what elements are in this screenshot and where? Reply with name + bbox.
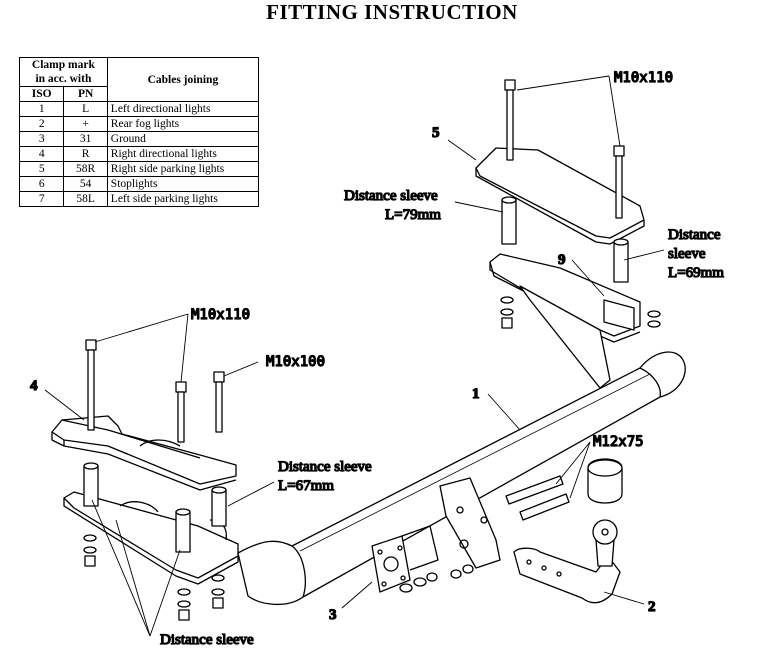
bolt-icon [613,145,625,219]
sleeve-67-label-line2: L=67mm [278,478,334,494]
part-number-5: 5 [432,125,440,141]
header-clamp-mark-line1: Clamp mark [31,59,95,71]
nut-washer-icon [211,574,225,609]
nut-washer-icon [83,534,97,567]
right-side-bracket-part-5 [475,147,645,389]
header-clamp-mark: Clamp mark in acc. with [19,57,108,87]
bolt-icon [175,381,187,443]
distance-sleeve-icon [83,462,99,507]
distance-sleeve-icon [175,508,191,553]
cell-cable: Right directional lights [106,146,260,162]
bolt-icon [504,79,516,161]
cell-iso: 7 [18,191,65,207]
mount-bracket-icon [439,477,501,569]
cell-iso: 4 [18,146,65,162]
bolt-label-top-right: M10x110 [614,70,673,86]
distance-sleeve-icon [211,486,227,527]
page-title: FITTING INSTRUCTION [266,0,518,24]
cell-cable: Stoplights [106,176,260,192]
cell-pn: 58R [63,161,108,177]
cell-cable: Right side parking lights [106,161,260,177]
crossbar-part-1 [237,351,686,606]
sleeve-79-label-line1: Distance sleeve [344,188,438,204]
nut-washer-icon [500,296,514,329]
bolt-label-left-a: M10x110 [191,307,250,323]
cell-cable: Left side parking lights [106,191,260,207]
cell-pn: 58L [63,191,108,207]
part-number-1: 1 [472,386,480,402]
socket-plate-part-3 [371,525,439,593]
nut-washer-icon [399,564,474,593]
left-side-bracket-part-4 [51,415,239,585]
leader-lines [44,75,665,637]
bolt-icon [213,371,225,433]
header-clamp-mark-line2: in acc. with [35,73,92,85]
distance-sleeve-icon [613,238,629,283]
sleeve-79-label-line2: L=79mm [385,207,441,223]
part-number-4: 4 [30,378,38,394]
bolt-icon [85,339,97,431]
sleeve-69-label-line1: Distance [668,227,721,243]
part-number-2: 2 [648,599,656,615]
sleeve-bottom-label: Distance sleeve [160,632,254,648]
sleeve-67-label-line1: Distance sleeve [278,459,372,475]
cable-clamp-table: Clamp mark in acc. with Cables joining I… [18,57,260,207]
tow-ball-part-2 [513,519,621,604]
part-number-3: 3 [329,607,337,623]
header-cables-joining: Cables joining [106,57,260,102]
nut-washer-icon [647,310,661,328]
nut-washer-icon [177,588,191,621]
sleeve-69-label-line2: sleeve [668,246,706,262]
sleeve-69-label-line3: L=69mm [668,265,724,281]
bolt-label-left-b: M10x100 [266,354,325,370]
bolt-label-ball: M12x75 [593,434,644,450]
ball-cap-icon [587,458,623,504]
header-pn: PN [63,86,108,102]
part-number-9: 9 [558,252,566,268]
bolt-icon [505,475,570,521]
distance-sleeve-icon [501,196,517,245]
table-header-row: Clamp mark in acc. with Cables joining [19,57,260,102]
